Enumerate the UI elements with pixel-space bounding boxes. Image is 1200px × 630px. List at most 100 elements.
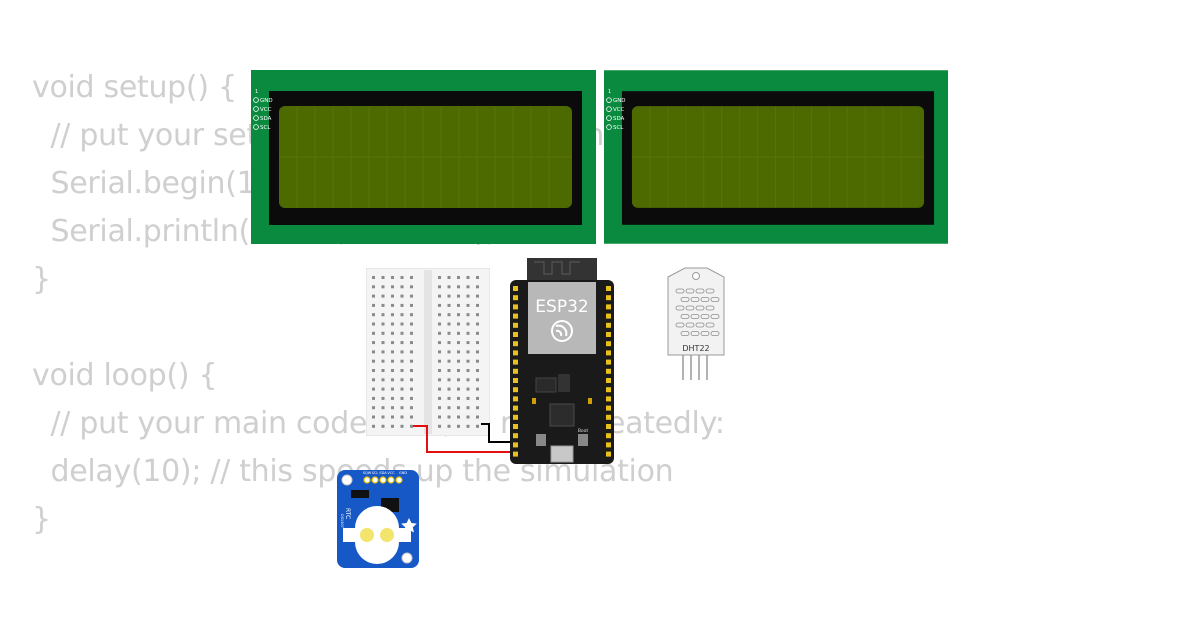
esp32-pin[interactable]: [513, 433, 518, 439]
rtc-pin[interactable]: [395, 476, 403, 484]
breadboard-hole[interactable]: [410, 303, 413, 307]
esp32-pin[interactable]: [606, 433, 611, 439]
breadboard-hole[interactable]: [391, 350, 394, 354]
breadboard-hole[interactable]: [438, 322, 441, 326]
breadboard-hole[interactable]: [381, 406, 385, 410]
lcd-pin[interactable]: [606, 115, 612, 121]
micro-usb-port[interactable]: [550, 445, 574, 463]
breadboard-hole[interactable]: [476, 276, 479, 279]
breadboard-hole[interactable]: [466, 359, 470, 363]
breadboard-hole[interactable]: [438, 303, 441, 307]
esp32-pin[interactable]: [606, 442, 611, 448]
black-wire[interactable]: [481, 423, 517, 443]
lcd-pin[interactable]: [606, 106, 612, 112]
breadboard-hole[interactable]: [476, 378, 479, 382]
lcd-pin[interactable]: [253, 124, 259, 130]
breadboard-hole[interactable]: [372, 396, 375, 400]
breadboard-hole[interactable]: [410, 369, 413, 372]
breadboard-hole[interactable]: [457, 350, 460, 354]
breadboard-hole[interactable]: [381, 285, 385, 289]
esp32-pin[interactable]: [513, 378, 518, 383]
lcd-pin[interactable]: [606, 124, 612, 130]
breadboard-hole[interactable]: [381, 276, 385, 279]
breadboard-hole[interactable]: [438, 369, 441, 372]
breadboard-hole[interactable]: [438, 359, 441, 363]
breadboard-hole[interactable]: [400, 350, 404, 354]
breadboard-hole[interactable]: [410, 322, 413, 326]
esp32-pin[interactable]: [606, 359, 611, 365]
breadboard-hole[interactable]: [410, 276, 413, 279]
esp32-pin[interactable]: [606, 414, 611, 420]
rtc-pin[interactable]: [371, 476, 379, 484]
breadboard-hole[interactable]: [391, 341, 394, 345]
esp32-pin[interactable]: [606, 405, 611, 411]
breadboard-hole[interactable]: [447, 331, 451, 335]
breadboard-hole[interactable]: [457, 387, 460, 391]
breadboard-hole[interactable]: [372, 378, 375, 382]
breadboard-hole[interactable]: [466, 341, 470, 345]
breadboard-hole[interactable]: [438, 341, 441, 345]
breadboard-hole[interactable]: [400, 369, 404, 372]
breadboard-hole[interactable]: [466, 424, 470, 428]
breadboard-hole[interactable]: [438, 396, 441, 400]
breadboard-hole[interactable]: [447, 369, 451, 372]
esp32-pin[interactable]: [513, 295, 518, 301]
breadboard-hole[interactable]: [410, 415, 413, 419]
breadboard-hole[interactable]: [447, 341, 451, 345]
boot-button[interactable]: [578, 434, 588, 446]
breadboard-hole[interactable]: [476, 294, 479, 298]
breadboard-hole[interactable]: [400, 396, 404, 400]
breadboard-hole[interactable]: [466, 276, 470, 279]
breadboard-hole[interactable]: [391, 294, 394, 298]
breadboard-hole[interactable]: [476, 396, 479, 400]
breadboard-hole[interactable]: [447, 387, 451, 391]
breadboard-hole[interactable]: [447, 294, 451, 298]
breadboard-hole[interactable]: [457, 276, 460, 279]
breadboard-hole[interactable]: [438, 387, 441, 391]
breadboard-hole[interactable]: [410, 359, 413, 363]
esp32-pin[interactable]: [513, 368, 518, 374]
breadboard-hole[interactable]: [438, 294, 441, 298]
breadboard-hole[interactable]: [391, 387, 394, 391]
breadboard-hole[interactable]: [476, 415, 479, 419]
esp32-pin[interactable]: [606, 295, 611, 301]
breadboard-hole[interactable]: [410, 341, 413, 345]
breadboard-hole[interactable]: [400, 387, 404, 391]
breadboard-hole[interactable]: [400, 341, 404, 345]
breadboard-hole[interactable]: [476, 406, 479, 410]
breadboard-hole[interactable]: [457, 378, 460, 382]
breadboard-hole[interactable]: [466, 387, 470, 391]
breadboard-hole[interactable]: [400, 359, 404, 363]
breadboard-hole[interactable]: [438, 276, 441, 279]
breadboard-hole[interactable]: [381, 331, 385, 335]
breadboard-hole[interactable]: [391, 331, 394, 335]
breadboard-hole[interactable]: [466, 369, 470, 372]
breadboard-hole[interactable]: [372, 322, 375, 326]
breadboard-hole[interactable]: [400, 415, 404, 419]
breadboard-hole[interactable]: [372, 387, 375, 391]
breadboard-hole[interactable]: [391, 359, 394, 363]
breadboard-hole[interactable]: [400, 294, 404, 298]
rtc-module[interactable]: SQW SCL SDA VCC GND RTC DS1307: [337, 470, 419, 568]
breadboard-hole[interactable]: [372, 341, 375, 345]
breadboard-hole[interactable]: [476, 285, 479, 289]
breadboard-hole[interactable]: [410, 350, 413, 354]
breadboard-hole[interactable]: [476, 369, 479, 372]
breadboard-hole[interactable]: [400, 331, 404, 335]
breadboard-hole[interactable]: [381, 313, 385, 317]
breadboard-hole[interactable]: [476, 303, 479, 307]
esp32-pin[interactable]: [513, 387, 518, 393]
esp32-pin[interactable]: [606, 332, 611, 337]
breadboard-hole[interactable]: [381, 322, 385, 326]
esp32-pin[interactable]: [513, 396, 518, 402]
breadboard-hole[interactable]: [391, 406, 394, 410]
breadboard-hole[interactable]: [410, 294, 413, 298]
red-wire[interactable]: [413, 425, 517, 453]
breadboard-hole[interactable]: [391, 276, 394, 279]
breadboard-hole[interactable]: [476, 387, 479, 391]
breadboard-hole[interactable]: [447, 378, 451, 382]
breadboard-hole[interactable]: [400, 313, 404, 317]
breadboard-hole[interactable]: [457, 285, 460, 289]
en-button[interactable]: [536, 434, 546, 446]
breadboard-hole[interactable]: [438, 415, 441, 419]
